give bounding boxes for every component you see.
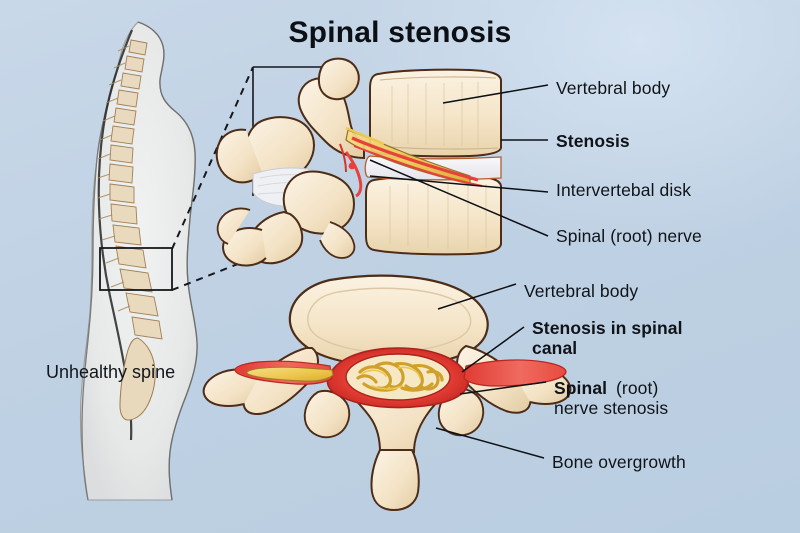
unhealthy-spine-caption: Unhealthy spine	[46, 362, 176, 382]
label-spinal-root-nerve-stenosis-line2: nerve stenosis	[554, 398, 669, 418]
zoom-connector-lines	[171, 66, 254, 291]
label-vertebral-body-lateral: Vertebral body	[556, 78, 671, 98]
torso-silhouette	[79, 21, 198, 501]
label-stenosis-in-spinal-canal-line2: canal	[532, 338, 578, 358]
axial-vertebra-view	[202, 274, 572, 512]
label-vertebral-body-axial: Vertebral body	[524, 281, 639, 301]
label-spinal-root-nerve-stenosis-rest: (root)	[611, 378, 659, 398]
label-bone-overgrowth: Bone overgrowth	[552, 452, 686, 472]
leader-lines-lateral	[369, 84, 549, 237]
lateral-vertebra-view	[215, 57, 549, 267]
label-intervertebal-disk: Intervertebal disk	[556, 180, 692, 200]
label-stenosis-in-spinal-canal-line1: Stenosis in spinal	[532, 318, 683, 338]
label-spinal-root-nerve-stenosis-strong: Spinal	[554, 378, 608, 398]
page-title: Spinal stenosis	[288, 16, 512, 49]
label-stenosis: Stenosis	[556, 131, 630, 151]
label-spinal-root-nerve: Spinal (root) nerve	[556, 226, 702, 246]
leader-lines-axial	[435, 283, 547, 459]
vertebrae-stack	[97, 39, 163, 421]
lumbar-region-selection	[99, 247, 173, 291]
